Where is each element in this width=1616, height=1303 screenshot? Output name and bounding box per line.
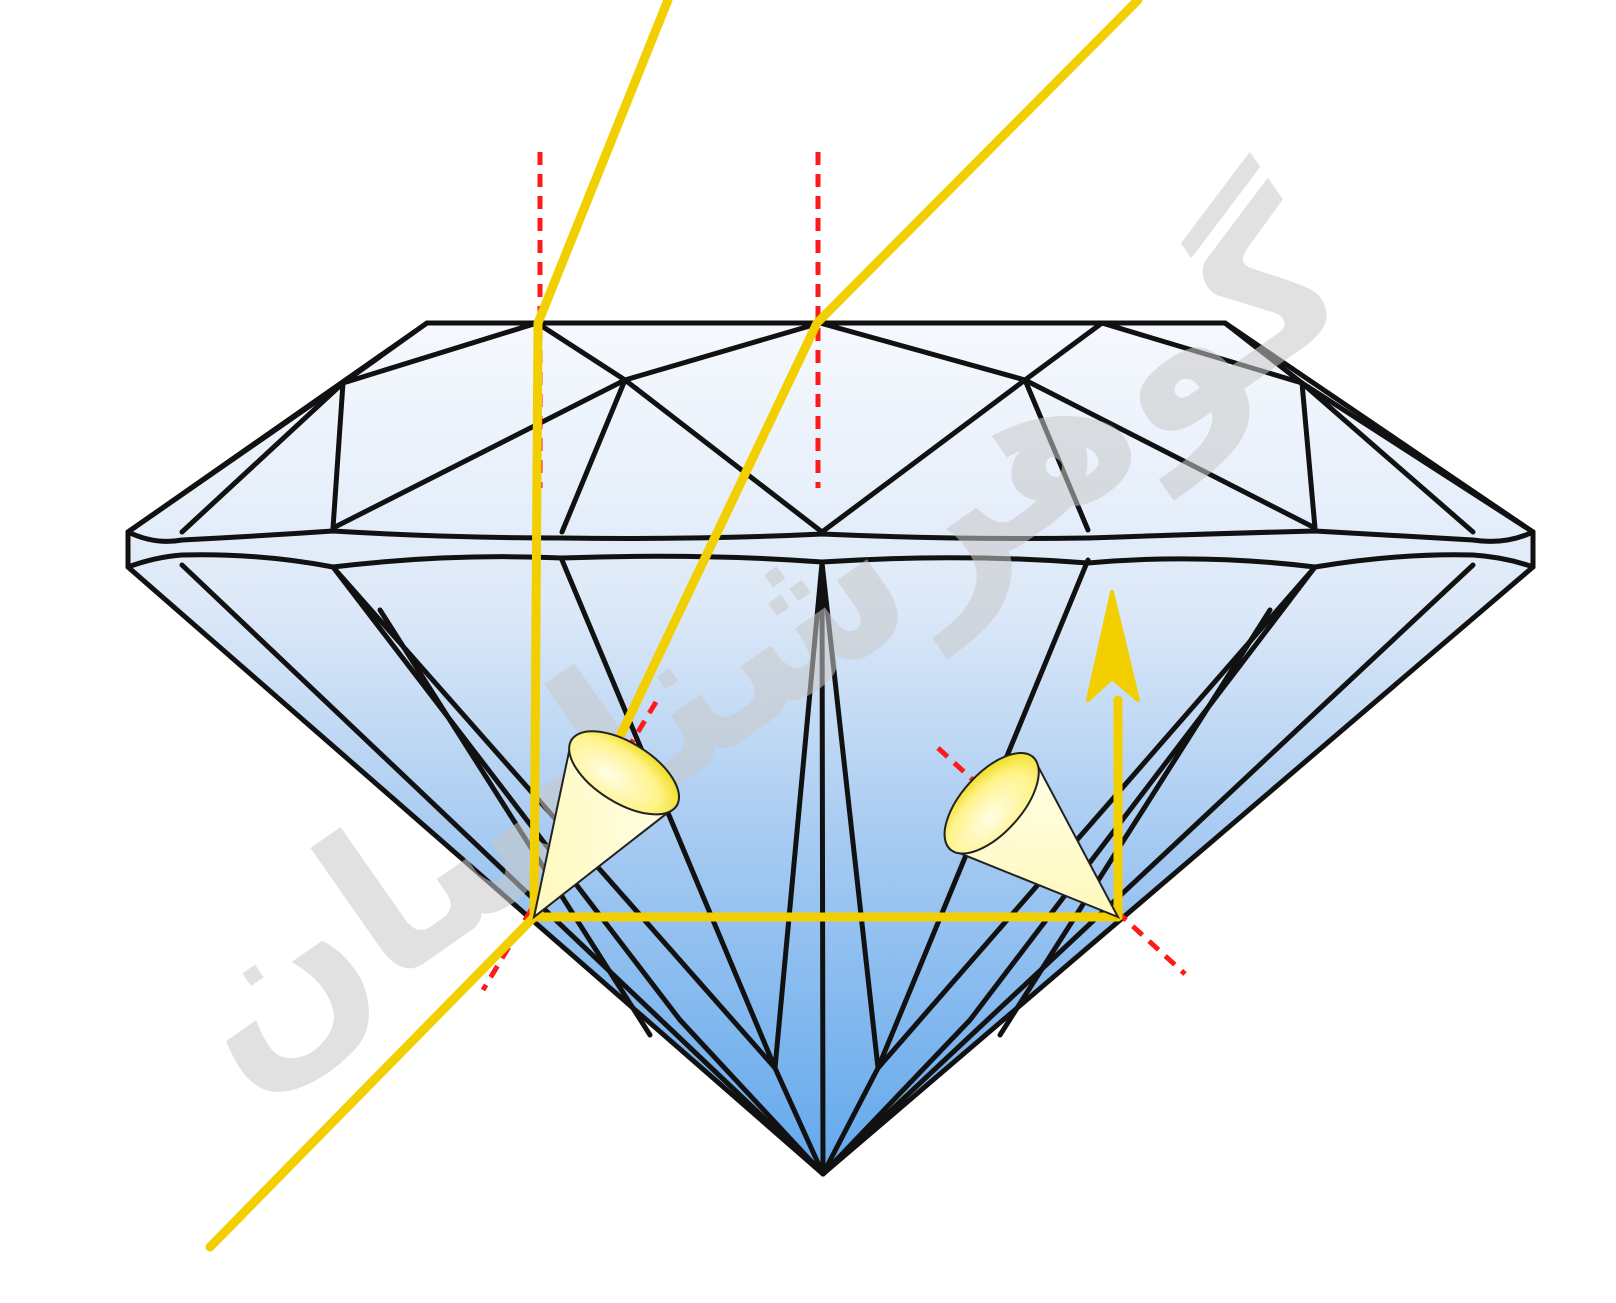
pavilion-facets bbox=[125, 557, 1536, 1177]
arrow-up-icon bbox=[1086, 590, 1140, 702]
cone-icon bbox=[532, 730, 681, 920]
diamond-icon bbox=[125, 320, 1536, 1177]
crown-facets bbox=[125, 320, 1536, 535]
cone-icon bbox=[943, 751, 1121, 919]
light-ray-refracted bbox=[205, 0, 1143, 1252]
